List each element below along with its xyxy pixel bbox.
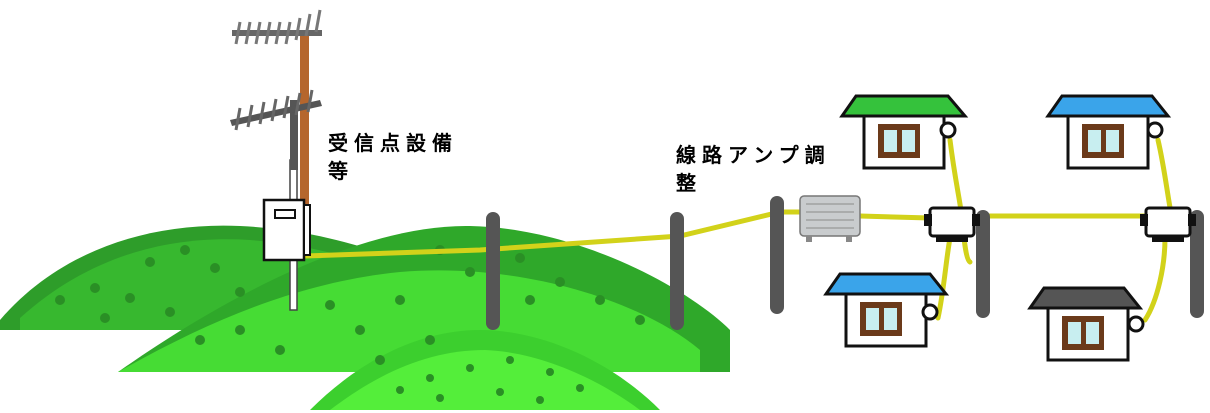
tap-box-icon — [924, 206, 980, 242]
house-icon — [839, 94, 969, 170]
line-amp-label-cont: 整 — [676, 171, 702, 195]
antenna-icon — [230, 9, 322, 311]
house-icon — [823, 272, 950, 348]
house-icon — [1045, 94, 1172, 170]
utility-poles — [486, 196, 1204, 330]
amplifier-icon — [799, 195, 861, 242]
tap-box-icon — [1140, 206, 1196, 242]
house-icon — [1027, 286, 1145, 362]
hills — [0, 225, 730, 410]
line-amp-label: 線路アンプ調 — [676, 143, 831, 167]
reception-equipment-label-cont: 等 — [328, 159, 354, 183]
reception-equipment-label: 受信点設備 — [328, 131, 458, 155]
